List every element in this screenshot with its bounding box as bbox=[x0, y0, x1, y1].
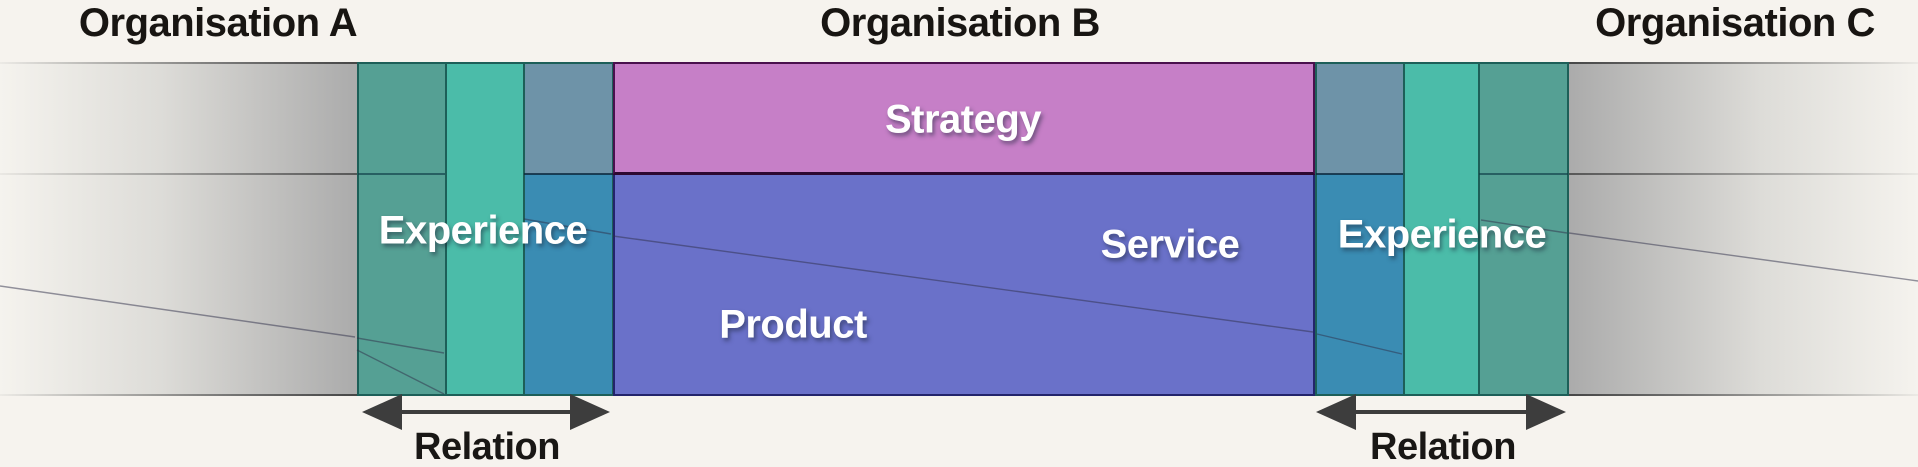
org-a-title: Organisation A bbox=[78, 1, 358, 45]
product-service-block bbox=[613, 175, 1315, 396]
experience-left-label: Experience bbox=[378, 208, 588, 253]
experience-right-label: Experience bbox=[1337, 212, 1547, 257]
relation-left-column-3-divider bbox=[524, 173, 613, 175]
strategy-label: Strategy bbox=[884, 97, 1042, 142]
relation-right-column-1-bottom bbox=[1317, 174, 1403, 394]
org-a-gray-band bbox=[0, 62, 357, 396]
org-c-title: Organisation C bbox=[1595, 1, 1875, 45]
org-c-band-divider-line bbox=[1569, 173, 1918, 175]
relation-left-column-3-top bbox=[525, 64, 612, 174]
relation-right-column-2 bbox=[1403, 62, 1480, 396]
relation-left-column-2 bbox=[445, 62, 525, 396]
relation-right-label: Relation bbox=[1370, 426, 1516, 467]
org-a-band-divider-line bbox=[0, 173, 357, 175]
relation-right-column-1-top bbox=[1317, 64, 1403, 174]
relation-left-column-3-bottom bbox=[525, 174, 612, 394]
relation-right-column-1 bbox=[1315, 62, 1405, 396]
org-c-gray-band bbox=[1569, 62, 1918, 396]
relation-right-column-1-divider bbox=[1316, 173, 1404, 175]
org-b-title: Organisation B bbox=[820, 1, 1100, 45]
service-label: Service bbox=[1100, 222, 1240, 267]
product-label: Product bbox=[719, 302, 867, 347]
relation-right-column-3-divider bbox=[1479, 173, 1568, 175]
relation-left-column-1-divider bbox=[358, 173, 446, 175]
strategy-block bbox=[613, 62, 1315, 175]
relation-left-label: Relation bbox=[414, 426, 560, 467]
